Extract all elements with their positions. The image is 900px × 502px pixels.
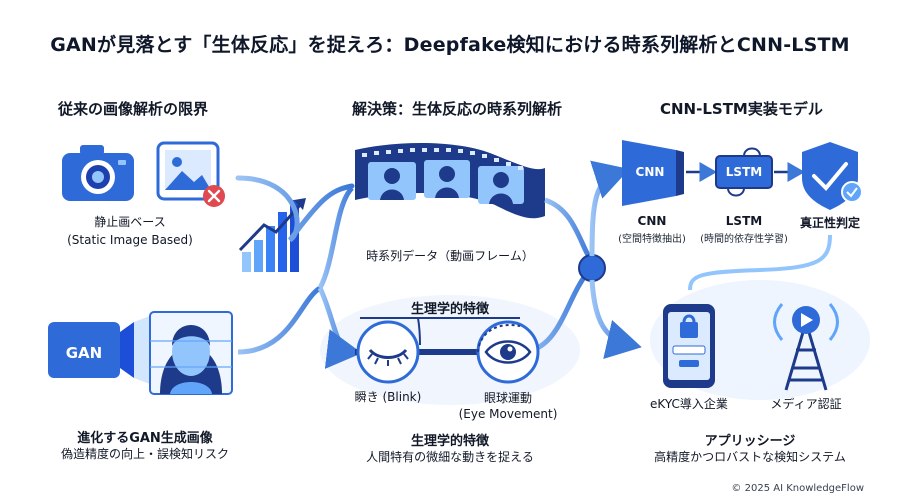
blink-label: 瞬き (Blink) xyxy=(354,390,422,404)
static-image-title: 静止画ベース xyxy=(94,215,166,229)
cnn-block xyxy=(622,140,684,206)
evolving-gan-subtitle: 偽造精度の向上・誤検知リスク xyxy=(60,447,229,461)
physiological-top-label: 生理学的特徴 xyxy=(410,302,489,317)
broadcast-tower-icon xyxy=(773,303,839,391)
copyright-text: © 2025 AI KnowledgeFlow xyxy=(731,483,864,494)
gan-label: GAN xyxy=(65,344,103,362)
ekyc-phone-icon xyxy=(663,304,715,388)
eye-movement-icon xyxy=(476,320,540,384)
lstm-box-label: LSTM xyxy=(725,165,763,179)
right-section-header: CNN-LSTM実装モデル xyxy=(660,100,823,118)
film-strip-icon xyxy=(355,143,545,219)
error-badge-icon xyxy=(203,185,225,207)
page-title: GANが見落とす「生体反応」を捉えろ：Deepfake検知における時系列解析とC… xyxy=(50,34,850,56)
cnn-label: CNN xyxy=(637,214,667,228)
evolving-gan-title: 進化するGAN生成画像 xyxy=(77,431,213,446)
hub-node xyxy=(578,254,606,282)
blink-eye-icon xyxy=(356,320,420,384)
applications-subtitle: 高精度かつロバストな検知システム xyxy=(654,450,846,464)
physiological-subtitle: 人間特有の微細な動きを捉える xyxy=(366,450,534,464)
eye-movement-sublabel: (Eye Movement) xyxy=(458,407,558,421)
cnn-box-label: CNN xyxy=(635,165,665,179)
film-caption: 時系列データ（動画フレーム） xyxy=(366,249,534,263)
camera-icon xyxy=(62,145,134,201)
shield-check-icon xyxy=(802,142,863,210)
lstm-block xyxy=(715,147,773,197)
authenticity-verdict-label: 真正性判定 xyxy=(799,216,860,230)
gan-projector-icon xyxy=(48,316,150,384)
static-image-subtitle: (Static Image Based) xyxy=(67,233,193,247)
ekyc-label: eKYC導入企業 xyxy=(650,397,728,411)
applications-title: アプリッシージ xyxy=(704,434,796,449)
cnn-sublabel: (空間特徴抽出) xyxy=(618,234,686,245)
face-portrait-icon xyxy=(149,311,233,395)
lstm-sublabel: (時間的依存性学習) xyxy=(700,234,788,245)
eye-movement-label: 眼球運動 xyxy=(483,391,532,405)
left-section-header: 従来の画像解析の限界 xyxy=(58,100,209,118)
media-auth-label: メディア認証 xyxy=(770,397,842,411)
physiological-title: 生理学的特徴 xyxy=(410,434,489,449)
middle-section-header: 解決策：生体反応の時系列解析 xyxy=(352,100,563,118)
image-icon xyxy=(156,141,220,201)
lstm-label: LSTM xyxy=(725,214,763,228)
